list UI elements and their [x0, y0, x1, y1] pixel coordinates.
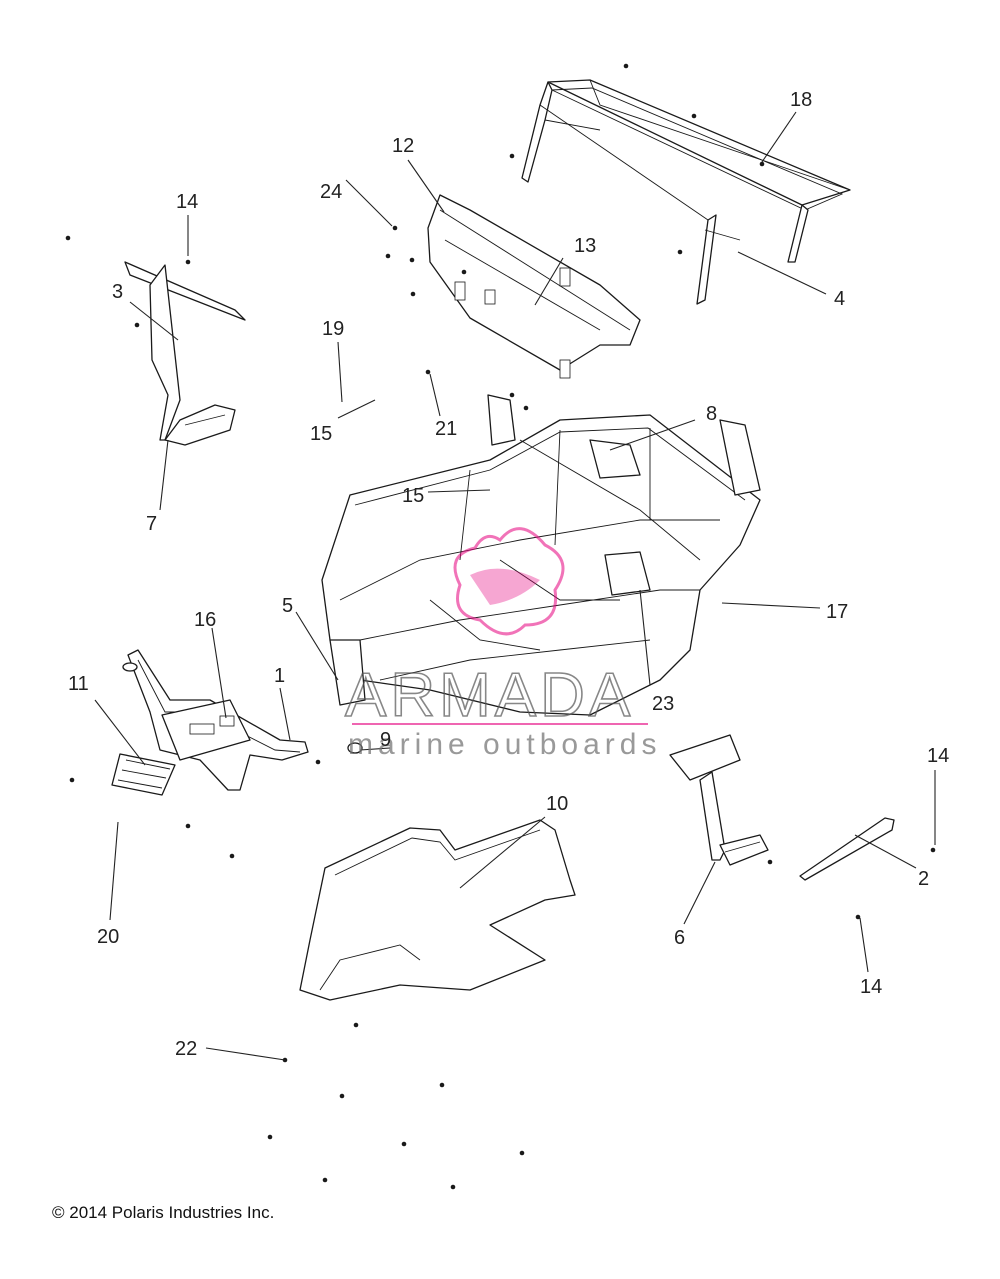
callout-7: 7: [146, 513, 157, 535]
callout-14-left-top: 14: [176, 191, 198, 213]
callout-15-center: 15: [402, 485, 424, 507]
callout-20: 20: [97, 926, 119, 948]
callout-1: 1: [274, 665, 285, 687]
callout-15-left: 15: [310, 423, 332, 445]
callout-labels: 1 2 3 4 5 6 7 8 9 10 11 12 13 14 14 14 1…: [68, 89, 949, 1060]
part-right-step-bracket: [669, 734, 769, 866]
callout-2: 2: [918, 868, 929, 890]
copyright-notice: © 2014 Polaris Industries Inc.: [52, 1203, 275, 1222]
part-rear-cross-panel: [427, 194, 641, 379]
callout-22: 22: [175, 1038, 197, 1060]
callout-17: 17: [826, 601, 848, 623]
part-front-plate: [111, 753, 176, 796]
part-side-rod: [799, 817, 895, 881]
callout-14-bottom-right: 14: [860, 976, 882, 998]
callout-11: 11: [68, 673, 89, 695]
fastener-dots: [65, 63, 936, 1190]
callout-23: 23: [652, 693, 674, 715]
callout-13: 13: [574, 235, 596, 257]
watermark-name: ARMADA: [345, 661, 634, 730]
callout-5: 5: [282, 595, 293, 617]
watermark: ARMADA marine outboards: [344, 527, 661, 761]
callout-24: 24: [320, 181, 342, 203]
part-front-bumper: [122, 649, 363, 791]
callout-9: 9: [380, 729, 391, 751]
part-left-step-bracket: [124, 261, 246, 446]
callout-21: 21: [435, 418, 457, 440]
part-main-chassis-frame: [321, 394, 761, 716]
part-rear-rack-frame: [521, 79, 851, 305]
callout-12: 12: [392, 135, 414, 157]
part-skid-plate: [299, 819, 576, 1001]
watermark-seal: [453, 527, 565, 636]
callout-16: 16: [194, 609, 216, 631]
callout-19: 19: [322, 318, 344, 340]
callout-14-right: 14: [927, 745, 949, 767]
callout-8: 8: [706, 403, 717, 425]
watermark-tagline: marine outboards: [348, 728, 661, 761]
callout-4: 4: [834, 288, 845, 310]
callout-3: 3: [112, 281, 123, 303]
leader-lines: [94, 111, 936, 1061]
callout-18: 18: [790, 89, 812, 111]
callout-6: 6: [674, 927, 685, 949]
callout-10: 10: [546, 793, 568, 815]
